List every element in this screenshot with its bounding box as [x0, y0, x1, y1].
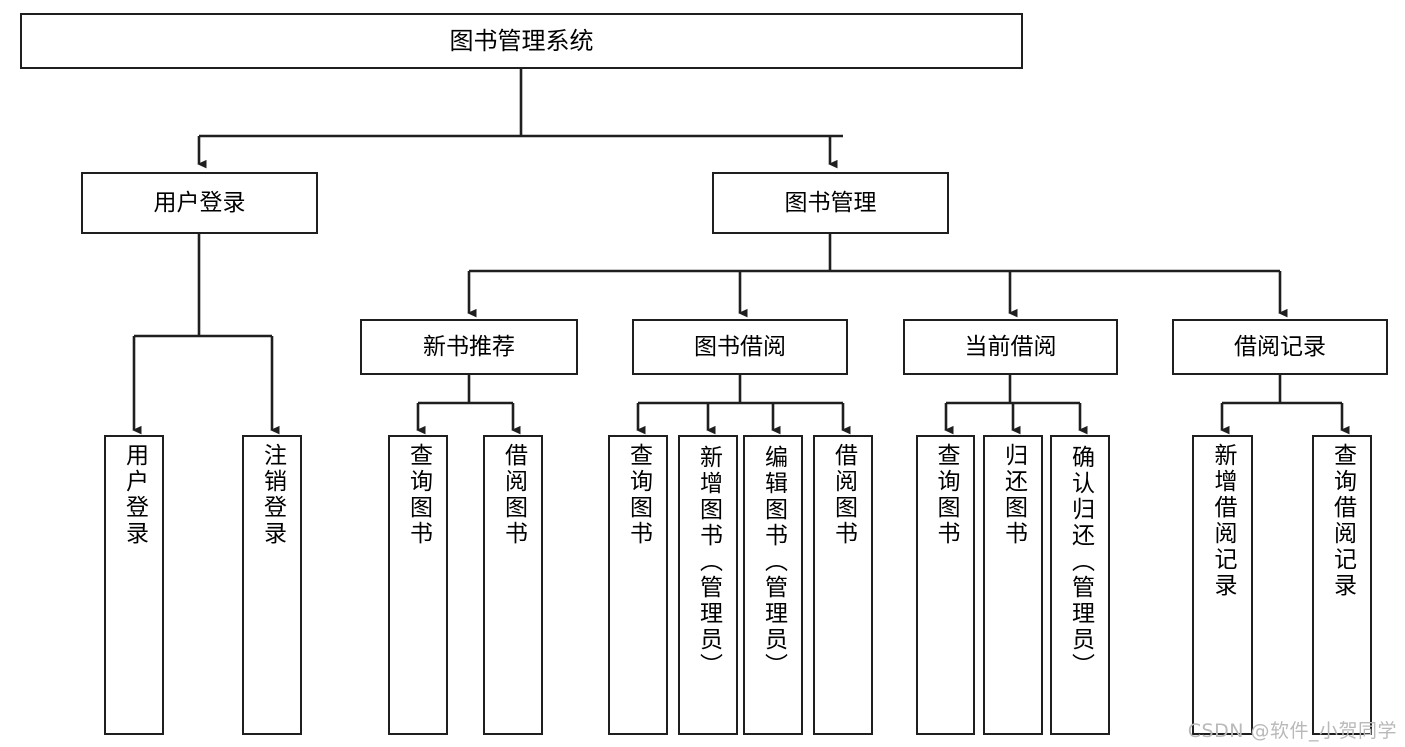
node-label: 新增借阅记录 [1210, 443, 1236, 599]
node-borrowing-record[interactable]: 借阅记录 [1172, 319, 1388, 375]
leaf-query-books-borrow[interactable]: 查询图书 [608, 435, 668, 735]
node-label: 图书管理系统 [449, 27, 594, 55]
node-label: 查询图书 [405, 443, 432, 547]
node-root-book-management-system[interactable]: 图书管理系统 [20, 13, 1023, 69]
node-label: 注销登录 [259, 443, 286, 547]
node-label: 借阅图书 [500, 443, 527, 547]
leaf-confirm-return-admin[interactable]: 确认归还（管理员） [1050, 435, 1110, 735]
leaf-query-books-newbook[interactable]: 查询图书 [388, 435, 448, 735]
node-label: 借阅图书 [830, 443, 857, 547]
node-label: 新书推荐 [423, 333, 515, 360]
leaf-user-login[interactable]: 用户登录 [104, 435, 164, 735]
node-new-book-recommendation[interactable]: 新书推荐 [360, 319, 578, 375]
node-label: 借阅记录 [1234, 333, 1326, 360]
node-label: 查询图书 [625, 443, 652, 547]
node-label: 用户登录 [121, 443, 148, 547]
node-label: 图书管理 [784, 189, 877, 216]
node-label: 确认归还（管理员） [1067, 445, 1094, 679]
node-book-management[interactable]: 图书管理 [712, 172, 949, 234]
leaf-logout[interactable]: 注销登录 [242, 435, 302, 735]
node-label: 当前借阅 [964, 333, 1057, 360]
node-label: 查询借阅记录 [1329, 443, 1356, 599]
node-label: 图书借阅 [694, 333, 786, 360]
leaf-add-book-admin[interactable]: 新增图书（管理员） [678, 435, 738, 735]
node-label: 归还图书 [1000, 443, 1027, 547]
leaf-edit-book-admin[interactable]: 编辑图书（管理员） [743, 435, 803, 735]
node-label: 编辑图书（管理员） [760, 445, 787, 679]
leaf-borrow-books-newbook[interactable]: 借阅图书 [483, 435, 543, 735]
leaf-query-borrow-record[interactable]: 查询借阅记录 [1312, 435, 1372, 735]
leaf-return-books[interactable]: 归还图书 [983, 435, 1043, 735]
watermark-text: CSDN @软件_小贺同学 [1187, 720, 1397, 742]
node-label: 用户登录 [153, 189, 246, 216]
node-user-login[interactable]: 用户登录 [81, 172, 318, 234]
leaf-query-books-current[interactable]: 查询图书 [916, 435, 975, 735]
node-label: 查询图书 [933, 443, 959, 547]
node-label: 新增图书（管理员） [695, 445, 722, 679]
node-current-borrowing[interactable]: 当前借阅 [903, 319, 1118, 375]
leaf-add-borrow-record[interactable]: 新增借阅记录 [1192, 435, 1253, 735]
node-book-borrowing[interactable]: 图书借阅 [632, 319, 848, 375]
leaf-borrow-books[interactable]: 借阅图书 [813, 435, 873, 735]
